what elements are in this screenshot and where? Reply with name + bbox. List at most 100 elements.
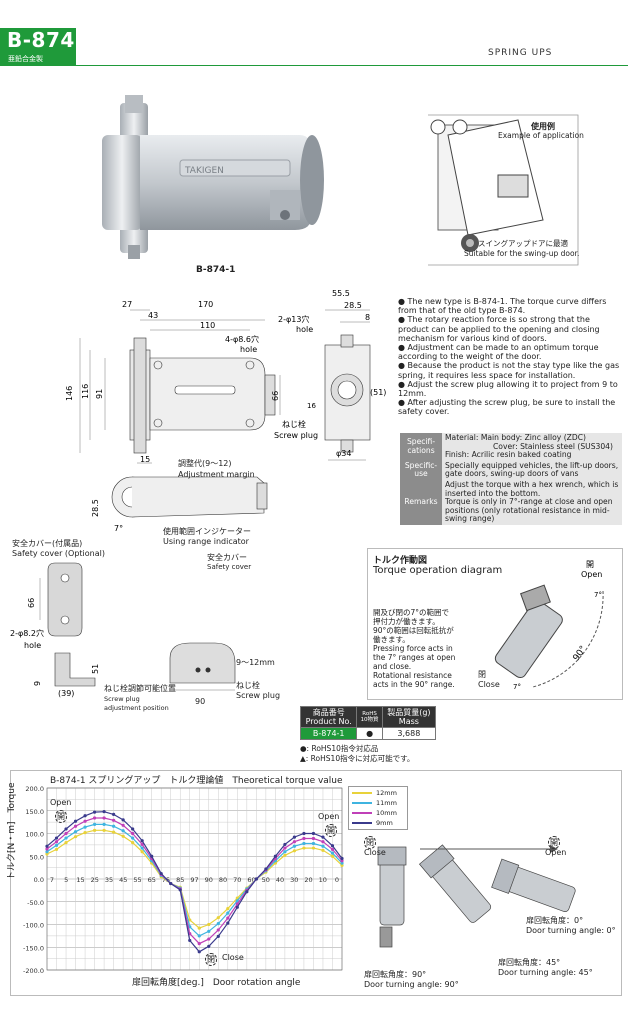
feature-item: ● Adjustment can be made to an optimum t… xyxy=(398,343,599,362)
data-point xyxy=(311,841,316,846)
state-0-jp: 扉回転角度：0° xyxy=(526,916,584,925)
col-product-en: Product No. xyxy=(305,717,352,726)
x-tick-label: 97 xyxy=(190,876,198,884)
data-point xyxy=(226,906,230,911)
data-point xyxy=(197,942,201,946)
data-point xyxy=(83,819,87,823)
close-jp: 閉 xyxy=(478,670,486,679)
data-point xyxy=(92,822,97,826)
dim-90: 90 xyxy=(195,697,206,706)
x-tick-label: 0 xyxy=(335,876,339,884)
dim-66: 66 xyxy=(271,391,280,401)
data-point xyxy=(330,844,335,848)
dim-51b: 51 xyxy=(91,664,100,674)
data-point xyxy=(131,831,135,836)
data-point xyxy=(54,847,59,852)
dim-39: (39) xyxy=(58,689,74,698)
x-tick-label: 7 xyxy=(50,876,54,884)
y-tick-label: 0.0 xyxy=(34,876,44,884)
state-45-jp: 扉回転角度：45° xyxy=(498,958,561,967)
front-dimension-drawing: 27 170 43 110 146 116 91 66 4-φ8.6穴 hole… xyxy=(65,289,386,461)
data-point xyxy=(45,852,49,856)
screw-plug-jp: ねじ栓 xyxy=(282,419,306,429)
dim-170: 170 xyxy=(198,300,213,309)
x-tick-label: 50 xyxy=(262,876,270,884)
data-point xyxy=(321,844,325,848)
safety-cover-drawing: 66 2-φ8.2穴 hole 51 9 (39) xyxy=(10,562,100,698)
torque-title-en: Torque operation diagram xyxy=(373,565,503,576)
data-point xyxy=(102,822,106,826)
data-point xyxy=(235,899,239,903)
open-kanji-left: 開 xyxy=(55,810,67,823)
spec-cover: Cover: Stainless steel (SUS304) xyxy=(493,441,613,451)
dim-27: 27 xyxy=(122,300,132,309)
open-kanji-right: 開 xyxy=(325,824,337,837)
data-point xyxy=(321,840,325,844)
y-tick-label: 200.0 xyxy=(25,785,44,793)
data-point xyxy=(197,926,201,930)
legend-label: 9mm xyxy=(376,819,393,827)
data-point xyxy=(140,850,144,854)
data-point xyxy=(302,831,306,836)
chart-ylabel: トルク[N・m] Torque xyxy=(7,782,17,881)
hole-86-en: hole xyxy=(240,345,257,354)
data-point xyxy=(340,863,344,867)
data-point xyxy=(112,824,116,828)
data-point xyxy=(254,877,258,881)
hole-13-jp: 2-φ13穴 xyxy=(278,314,309,324)
data-point xyxy=(226,911,230,915)
product-code-tag: B-874 亜鉛合金製 xyxy=(0,28,76,66)
data-point xyxy=(131,827,135,831)
data-point xyxy=(64,831,68,836)
usage-caption-en: Suitable for the swing-up door. xyxy=(464,249,580,258)
use-label: Specific-use xyxy=(400,460,442,480)
data-point xyxy=(283,846,287,850)
state-90-en: Door turning angle: 90° xyxy=(364,980,459,989)
data-point xyxy=(169,881,173,886)
legend-label: 12mm xyxy=(376,789,397,797)
torque-arc-drawing: 開 Open 7° 90° 7° xyxy=(494,560,604,691)
col-mass-jp: 製品質量(g) xyxy=(387,708,431,717)
product-photo: TAKIGEN xyxy=(102,95,324,259)
open-label-right: Open xyxy=(318,812,340,821)
y-tick-label: -100.0 xyxy=(23,922,44,930)
chart-title: B-874-1 スプリングアップ トルク理論値 Theoretical torq… xyxy=(50,776,343,786)
data-point xyxy=(264,867,268,871)
plug-en: Screw plug xyxy=(236,691,281,700)
legend-item: 12mm xyxy=(352,789,397,797)
dim-91: 91 xyxy=(95,389,104,399)
feature-item: ● Adjust the screw plug allowing it to p… xyxy=(398,379,618,399)
data-point xyxy=(45,847,49,851)
x-tick-label: 80 xyxy=(219,876,227,884)
data-point xyxy=(216,928,220,932)
data-point xyxy=(207,944,211,948)
legend-label: 11mm xyxy=(376,799,397,807)
use-value: Specially equipped vehicles, the lift-up… xyxy=(442,460,622,480)
data-point xyxy=(188,938,192,943)
category-label: SPRING UPS xyxy=(488,48,553,58)
data-point xyxy=(340,861,344,865)
col-rohs: RoHS xyxy=(362,711,377,717)
torque-title-jp: トルク作動図 xyxy=(373,556,428,566)
optional-cover-en: Safety cover (Optional) xyxy=(12,549,105,558)
state-close-jp: 閉 xyxy=(364,836,376,849)
data-point xyxy=(321,835,325,839)
data-point xyxy=(112,812,116,816)
data-point xyxy=(292,835,297,839)
data-point xyxy=(73,830,78,834)
data-point xyxy=(330,847,335,852)
data-point xyxy=(311,831,316,836)
data-point xyxy=(83,814,87,818)
remarks-label: Remarks xyxy=(400,479,442,525)
spec-table: Specifi-cations Material: Main body: Zin… xyxy=(400,433,622,525)
data-point xyxy=(311,846,316,850)
usage-title-en: Example of application xyxy=(498,131,584,140)
torque-chart: 200.0150.0100.050.00.0-50.0-100.0-150.0-… xyxy=(23,785,344,975)
data-point xyxy=(73,824,78,828)
x-tick-label: 5 xyxy=(64,876,68,884)
x-tick-label: 35 xyxy=(105,876,113,884)
series-line-12mm xyxy=(46,829,343,929)
x-tick-label: 55 xyxy=(133,876,141,884)
x-tick-label: 70 xyxy=(233,876,241,884)
